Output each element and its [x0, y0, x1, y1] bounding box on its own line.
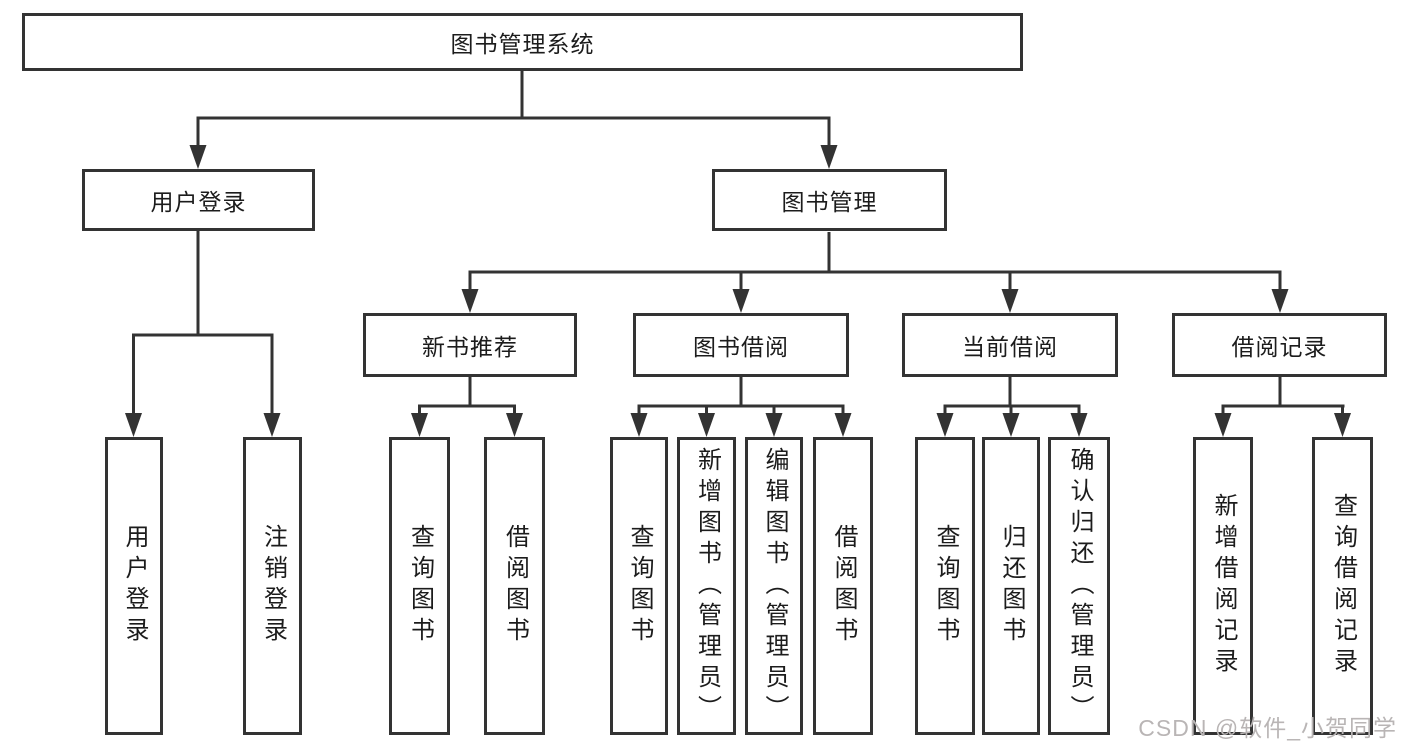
leaf-query-books-borrow: 查询图书 — [610, 437, 668, 735]
leaf-query-borrow-record: 查询借阅记录 — [1312, 437, 1373, 735]
leaf-borrow-books-recommend: 借阅图书 — [484, 437, 545, 735]
node-label: 新增借阅记录 — [1210, 493, 1237, 679]
arrowheads — [125, 145, 1351, 437]
leaf-query-books-recommend: 查询图书 — [389, 437, 450, 735]
leaf-add-borrow-record: 新增借阅记录 — [1193, 437, 1253, 735]
node-user-login: 用户登录 — [82, 169, 315, 231]
node-library-management-system: 图书管理系统 — [22, 13, 1023, 71]
node-book-management: 图书管理 — [712, 169, 947, 231]
leaf-query-books-current: 查询图书 — [915, 437, 975, 735]
leaf-edit-books-admin: 编辑图书（管理员） — [745, 437, 803, 735]
node-label: 新增图书（管理员） — [693, 446, 721, 726]
node-borrowing-records: 借阅记录 — [1172, 313, 1387, 377]
leaf-return-books: 归还图书 — [982, 437, 1040, 735]
leaf-logout: 注销登录 — [243, 437, 302, 735]
node-label: 借阅记录 — [1231, 334, 1328, 360]
node-book-borrowing: 图书借阅 — [633, 313, 849, 377]
node-label: 确认归还（管理员） — [1066, 446, 1093, 726]
node-label: 编辑图书（管理员） — [761, 446, 788, 726]
leaf-user-login: 用户登录 — [105, 437, 163, 735]
node-label: 当前借阅 — [962, 334, 1058, 360]
node-label: 新书推荐 — [422, 334, 518, 360]
csdn-watermark: CSDN @软件_小贺同学 — [1138, 715, 1397, 741]
leaf-borrow-books: 借阅图书 — [813, 437, 873, 735]
node-label: 用户登录 — [121, 524, 148, 648]
node-label: 查询借阅记录 — [1329, 493, 1357, 679]
leaf-confirm-return-admin: 确认归还（管理员） — [1048, 437, 1110, 735]
node-label: 归还图书 — [998, 524, 1025, 648]
node-label: 查询图书 — [406, 524, 434, 648]
node-label: 图书借阅 — [693, 334, 789, 360]
node-label: 用户登录 — [150, 189, 247, 215]
node-label: 图书管理系统 — [450, 31, 595, 57]
node-label: 借阅图书 — [501, 524, 529, 648]
node-current-borrowing: 当前借阅 — [902, 313, 1118, 377]
node-label: 借阅图书 — [830, 524, 857, 648]
node-label: 注销登录 — [259, 524, 287, 648]
leaf-add-books-admin: 新增图书（管理员） — [677, 437, 736, 735]
node-new-book-recommendation: 新书推荐 — [363, 313, 577, 377]
node-label: 图书管理 — [781, 189, 878, 215]
node-label: 查询图书 — [626, 524, 653, 648]
node-label: 查询图书 — [932, 524, 959, 648]
